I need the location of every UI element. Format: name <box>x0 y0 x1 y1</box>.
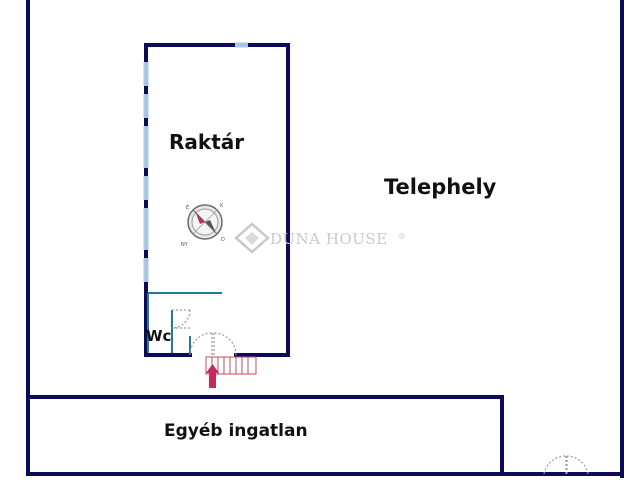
site-boundary <box>26 0 624 478</box>
other-property-label: Egyéb ingatlan <box>164 421 308 441</box>
duna-house-logo-icon <box>234 222 270 254</box>
site-gate-door <box>543 455 589 475</box>
compass-east: K <box>220 203 224 209</box>
watermark-brand: DUNA HOUSE <box>270 230 388 248</box>
compass-south: D <box>221 237 225 243</box>
compass-icon: É K D NY <box>181 203 225 248</box>
storage-label: Raktár <box>169 130 244 154</box>
entry-arrow-icon <box>206 364 219 388</box>
compass-north: É <box>186 203 189 211</box>
wc-label: Wc <box>146 327 171 345</box>
entrance-door <box>189 332 237 356</box>
compass-west: NY <box>181 242 189 248</box>
wc-partition <box>147 292 222 353</box>
duna-house-watermark: DUNA HOUSE ® <box>234 222 407 254</box>
storage-walls <box>144 43 290 357</box>
wc-door <box>171 309 191 329</box>
watermark-registered: ® <box>398 232 407 241</box>
other-property-walls <box>26 395 504 476</box>
site-label: Telephely <box>384 175 497 199</box>
storage-windows <box>143 42 248 282</box>
